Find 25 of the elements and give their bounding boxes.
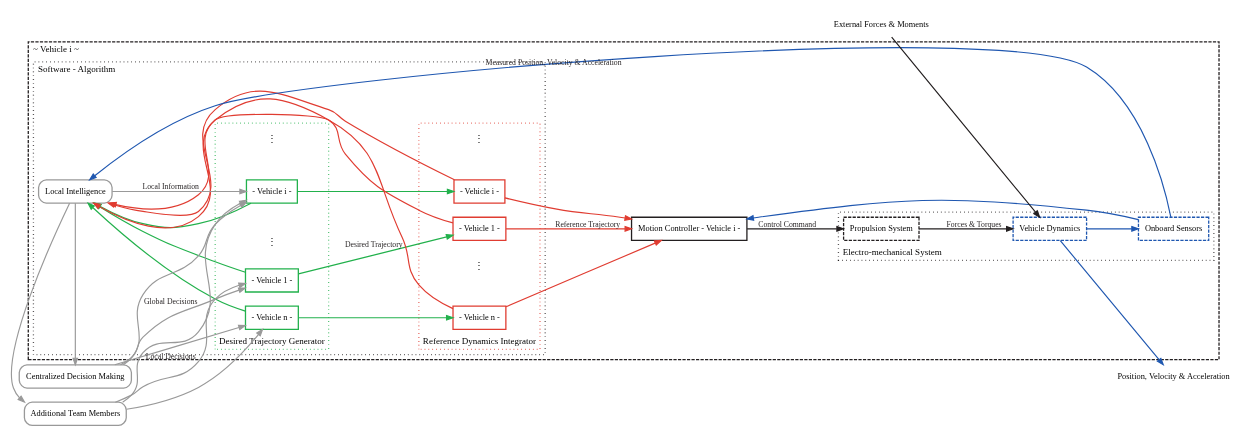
arrow [918, 225, 1015, 232]
label: ⋮ [474, 133, 485, 145]
arrow [891, 36, 1041, 219]
arrow [745, 199, 1139, 221]
arrow [88, 47, 1172, 218]
arrow [114, 282, 248, 403]
arrow [505, 225, 634, 232]
arrow [1059, 240, 1165, 367]
arrow [296, 188, 456, 195]
arrow [746, 225, 846, 232]
arrow [10, 202, 71, 404]
label: ⋮ [266, 133, 277, 145]
label: ⋮ [474, 259, 485, 271]
label: ⋮ [266, 236, 277, 248]
arrow [125, 328, 264, 410]
arrow [92, 113, 454, 229]
arrow [119, 287, 247, 366]
arrow [111, 188, 249, 195]
arrow [72, 202, 79, 367]
arrow [297, 314, 455, 321]
arrow [504, 197, 634, 221]
arrow [297, 234, 455, 275]
arrow [114, 324, 247, 366]
arrow [1086, 225, 1140, 232]
arrow [505, 239, 663, 308]
